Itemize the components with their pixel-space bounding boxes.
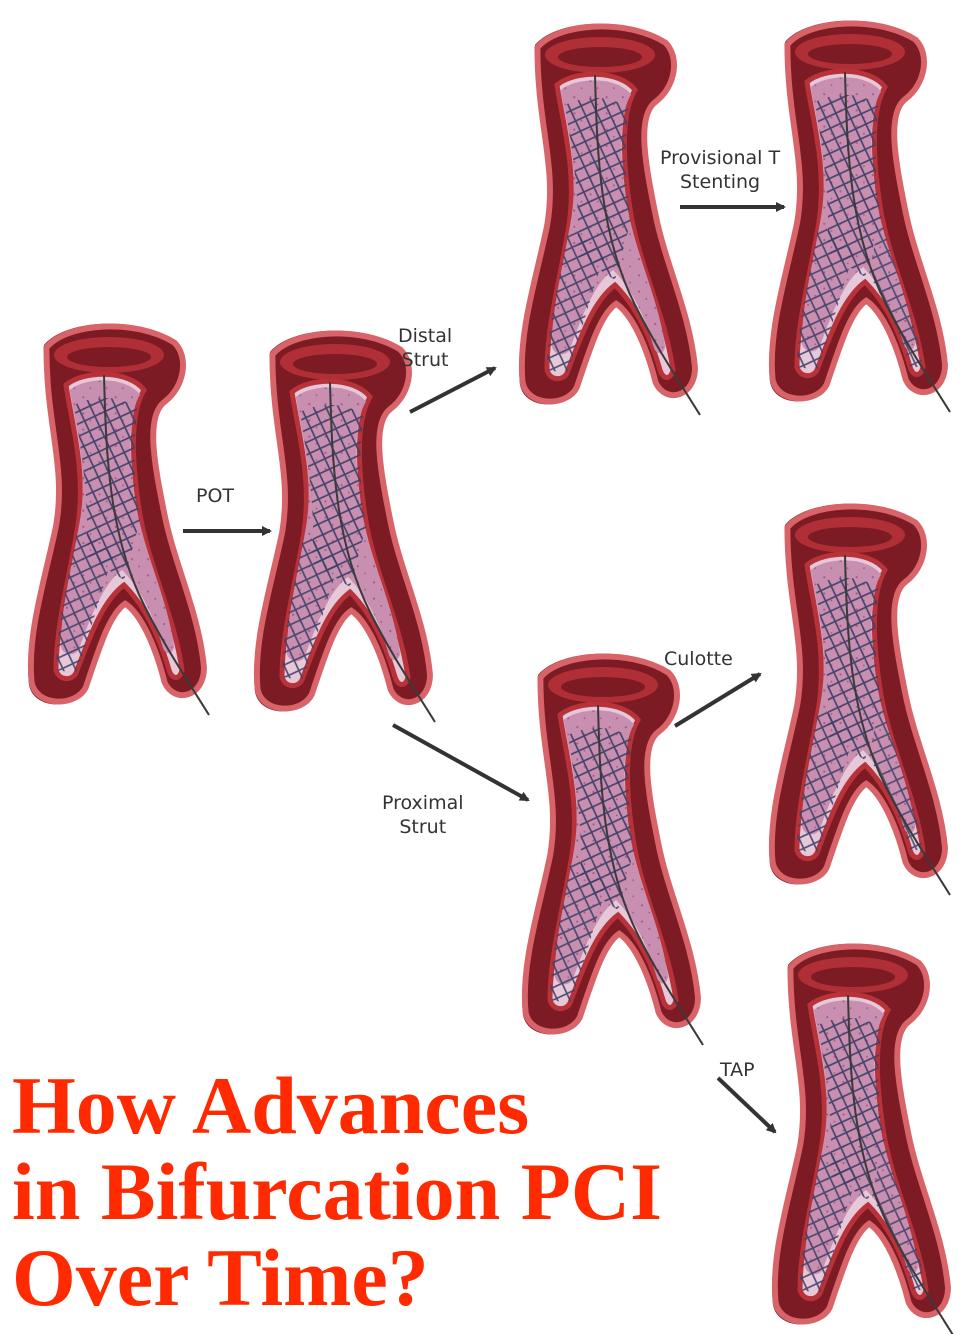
headline-line-2: in Bifurcation PCI (12, 1149, 662, 1235)
vessel-culotte (769, 504, 950, 895)
arrow-proximal-strut (393, 725, 528, 800)
culotte-label: Culotte (664, 647, 733, 671)
tap-label: TAP (720, 1058, 755, 1082)
headline-line-1: How Advances (12, 1063, 662, 1149)
distal-strut-label: Distal Strut (398, 324, 452, 372)
arrow-distal-strut (410, 368, 495, 412)
headline-title: How Advances in Bifurcation PCI Over Tim… (12, 1063, 662, 1321)
arrow-culotte (675, 674, 760, 726)
headline-line-3: Over Time? (12, 1235, 662, 1321)
vessel-initial (28, 324, 209, 715)
vessel-after-pot (254, 331, 435, 722)
vessel-provisional-t (769, 21, 950, 412)
arrow-tap (718, 1078, 775, 1132)
vessel-distal-strut (519, 24, 700, 415)
pot-label: POT (196, 484, 234, 508)
provisional-t-stenting-label: Provisional T Stenting (660, 146, 780, 194)
vessel-proximal-strut (522, 654, 703, 1045)
vessel-tap (772, 944, 953, 1334)
proximal-strut-label: Proximal Strut (382, 791, 464, 839)
